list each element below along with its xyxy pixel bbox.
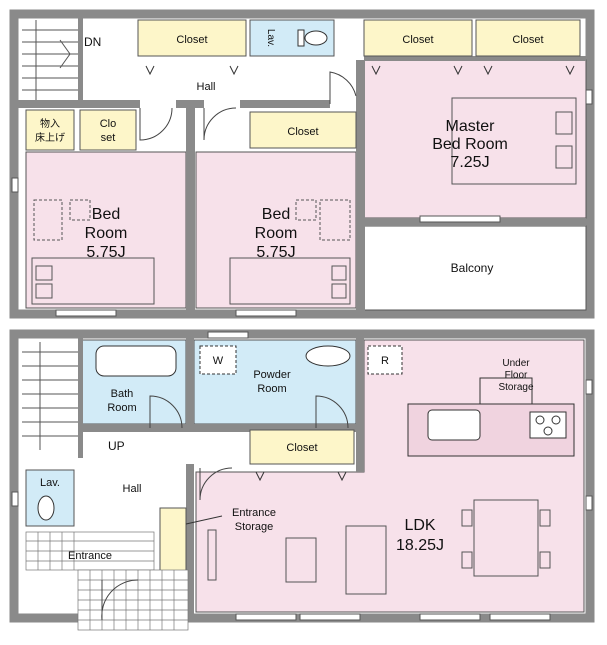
lav-upper-label: Lav.	[265, 29, 276, 47]
wall-lower-wet-bottom	[78, 424, 364, 432]
storage-label-2: 床上げ	[35, 131, 65, 144]
under-floor-storage-label-1: Under	[502, 358, 530, 369]
bed-master-icon	[451, 97, 577, 185]
entrance-storage	[159, 507, 187, 577]
kitchen-sink-icon	[427, 409, 481, 441]
washer-label: W	[213, 355, 224, 367]
bed-center-icon	[229, 199, 351, 305]
closet-upper-2-label: Closet	[402, 34, 433, 46]
dn-label: DN	[84, 35, 101, 49]
under-floor-storage-label-2: Floor	[505, 370, 528, 381]
bedroom-left-area	[25, 151, 187, 309]
bathtub-icon	[95, 345, 177, 377]
up-label: UP	[108, 439, 125, 453]
lower-door-swings	[101, 395, 349, 621]
hall-upper-label: Hall	[197, 81, 216, 93]
closet-upper-1	[137, 19, 247, 57]
bath-room-label-1: Bath	[111, 388, 134, 400]
closet-upper-3	[475, 19, 581, 57]
closet-upper-1-label: Closet	[176, 34, 207, 46]
bedroom-center-name-2: Room	[255, 225, 298, 242]
wall-closet-row-bottom	[364, 56, 586, 61]
ldk-furniture	[207, 499, 551, 595]
storage-upper	[25, 109, 75, 151]
entrance-label: Entrance	[68, 550, 112, 562]
small-closet-label-2: set	[101, 132, 116, 144]
washer-icon	[199, 345, 237, 375]
wall-upper-hall-bottom-right	[240, 100, 330, 108]
lower-floor: Bath Room W Powder Room R Under Floor St…	[9, 329, 595, 631]
bedroom-left-size: 5.75J	[86, 244, 125, 261]
closet-upper-4-label: Closet	[287, 126, 318, 138]
closet-lower	[249, 429, 355, 465]
master-bedroom-name-2: Bed Room	[432, 136, 508, 153]
closet-lower-label: Closet	[286, 442, 317, 454]
bed-left-icon	[31, 199, 155, 305]
wall-lower-stair-right	[78, 338, 83, 458]
wall-stair-right	[78, 18, 83, 104]
small-closet-label-1: Clo	[100, 118, 117, 130]
upper-floor: DN Closet Lav. Closet Closet Hall 物入 床上げ…	[9, 9, 595, 319]
closet-door-markers-upper	[145, 65, 575, 76]
balcony-label: Balcony	[451, 261, 494, 275]
wall-bedroom-divider	[186, 104, 195, 312]
under-floor-storage-label-3: Storage	[498, 382, 533, 393]
master-bedroom-area	[363, 59, 587, 219]
closet-door-markers-lower	[255, 471, 347, 482]
stove-burner-icon	[535, 415, 561, 436]
closet-upper-3-label: Closet	[512, 34, 543, 46]
entrance-storage-label-1: Entrance	[232, 507, 276, 519]
bedroom-center-name-1: Bed	[262, 206, 290, 223]
upper-stair	[22, 20, 78, 100]
refrigerator-icon	[367, 345, 403, 375]
toilet-lower-icon	[37, 495, 55, 521]
entrance-storage-pointer	[185, 515, 223, 525]
small-closet-upper	[79, 109, 137, 151]
upper-door-swings	[139, 71, 357, 141]
wall-upper-hall-bottom-left	[14, 100, 140, 108]
powder-room-label-1: Powder	[253, 369, 291, 381]
powder-room-label-2: Room	[257, 383, 286, 395]
refrigerator-label: R	[381, 355, 389, 367]
lower-stair	[22, 342, 78, 450]
hall-lower-label: Hall	[123, 483, 142, 495]
toilet-upper-icon	[304, 30, 328, 46]
lower-windows	[11, 331, 593, 621]
upper-windows	[11, 89, 593, 317]
bedroom-left-name-1: Bed	[92, 206, 120, 223]
wall-lower-powder-right	[356, 338, 364, 472]
powder-sink-icon	[305, 345, 351, 367]
toilet-tank-upper-icon	[297, 29, 305, 47]
wall-lower-bath-right	[186, 338, 194, 428]
master-bedroom-size: 7.25J	[450, 154, 489, 171]
bath-room-label-2: Room	[107, 402, 136, 414]
bedroom-left-name-2: Room	[85, 225, 128, 242]
balcony-area	[363, 225, 587, 311]
lav-lower-label: Lav.	[40, 477, 60, 489]
wall-lower-hall-right	[186, 464, 194, 614]
entrance-tiles	[25, 531, 189, 631]
bedroom-center-size: 5.75J	[256, 244, 295, 261]
entrance-storage-label-2: Storage	[235, 521, 274, 533]
closet-upper-4	[249, 111, 357, 149]
ldk-size: 18.25J	[396, 537, 444, 554]
stove-icon	[529, 411, 567, 439]
closet-upper-2	[363, 19, 473, 57]
ldk-name: LDK	[404, 517, 435, 534]
master-bedroom-name-1: Master	[446, 118, 496, 135]
bedroom-center-area	[195, 151, 357, 309]
wall-master-left	[356, 60, 365, 312]
storage-label-1: 物入	[40, 117, 60, 130]
